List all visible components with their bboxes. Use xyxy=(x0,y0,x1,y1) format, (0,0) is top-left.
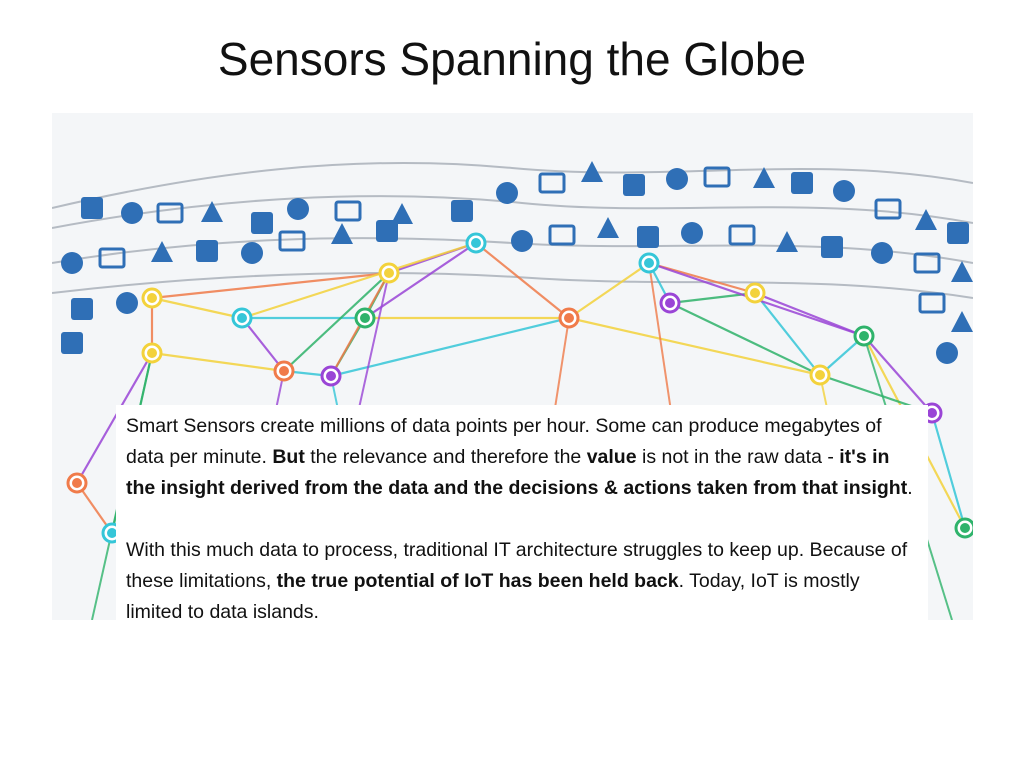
star-badge-icon xyxy=(251,212,273,234)
network-link xyxy=(475,242,570,319)
network-link xyxy=(754,292,821,376)
mug-icon xyxy=(548,224,576,246)
funnel-icon xyxy=(121,202,143,224)
network-wave-line xyxy=(52,161,973,209)
paragraph-iot: With this much data to process, traditio… xyxy=(126,535,918,628)
cloud-icon xyxy=(703,166,731,188)
star-badge-icon xyxy=(71,298,93,320)
network-node-core xyxy=(927,408,937,418)
cart-icon xyxy=(791,172,813,194)
network-graphic xyxy=(52,161,973,620)
monitor-icon xyxy=(623,174,645,196)
slide-title: Sensors Spanning the Globe xyxy=(217,33,807,85)
database-icon xyxy=(681,222,703,244)
p2-text-2: . Today, IoT is mostly limited to data i… xyxy=(126,570,860,623)
coffee-icon xyxy=(874,198,902,220)
p1-bold-insight: it's in the insight derived from the dat… xyxy=(126,446,908,499)
bird-icon xyxy=(98,247,126,269)
document-icon xyxy=(116,292,138,314)
network-link xyxy=(241,241,477,320)
p1-bold-but: But xyxy=(272,446,305,468)
chart-icon xyxy=(581,161,603,182)
mail-icon xyxy=(915,209,937,230)
laptop-icon xyxy=(951,311,973,332)
network-node-core xyxy=(644,258,654,268)
p2-bold-potential: the true potential of IoT has been held … xyxy=(276,570,679,592)
p1-bold-value: value xyxy=(586,446,637,468)
truck-icon xyxy=(278,230,306,252)
network-link xyxy=(930,412,967,529)
thermometer-icon xyxy=(776,231,798,252)
network-link xyxy=(568,316,821,377)
camera-icon xyxy=(151,241,173,262)
cctv-icon xyxy=(331,223,353,244)
document-icon xyxy=(287,198,309,220)
network-link xyxy=(76,352,153,484)
network-node-core xyxy=(279,366,289,376)
trophy-icon xyxy=(821,236,843,258)
user-icon xyxy=(511,230,533,252)
laptop-icon xyxy=(391,203,413,224)
network-node-core xyxy=(471,238,481,248)
car-icon xyxy=(496,182,518,204)
image-icon xyxy=(334,200,362,222)
p1-text-2: the relevance and therefore the xyxy=(304,446,587,468)
chat-icon xyxy=(538,172,566,194)
server-icon xyxy=(376,220,398,242)
network-link xyxy=(364,242,477,319)
network-node-core xyxy=(960,523,970,533)
airplane-icon xyxy=(241,242,263,264)
network-node-core xyxy=(360,313,370,323)
network-link xyxy=(241,317,285,372)
network-node-core xyxy=(750,288,760,298)
network-link xyxy=(151,351,285,373)
mobile-icon xyxy=(833,180,855,202)
paragraph-sensors: Smart Sensors create millions of data po… xyxy=(126,411,918,504)
thumbs-up-icon xyxy=(947,222,969,244)
network-link xyxy=(669,302,821,376)
network-node-core xyxy=(237,313,247,323)
network-node-core xyxy=(72,478,82,488)
shield-icon xyxy=(728,224,756,246)
trophy-icon xyxy=(81,197,103,219)
network-link xyxy=(151,296,243,320)
p1-text-3: is not in the raw data - xyxy=(636,446,840,468)
tablet-icon xyxy=(156,202,184,224)
network-link xyxy=(330,316,570,378)
network-node-core xyxy=(564,313,574,323)
network-link xyxy=(283,272,390,372)
p1-text-1: Smart Sensors create millions of data po… xyxy=(126,415,882,468)
network-node-core xyxy=(665,298,675,308)
network-node-core xyxy=(859,331,869,341)
rocket-icon xyxy=(753,167,775,188)
drone-icon xyxy=(201,201,223,222)
p1-text-4: . xyxy=(907,477,913,499)
network-node-core xyxy=(384,268,394,278)
network-node-core xyxy=(147,293,157,303)
network-wave-line xyxy=(52,272,973,299)
network-node-core xyxy=(107,528,117,538)
body-text-box: Smart Sensors create millions of data po… xyxy=(116,405,928,663)
phone-icon xyxy=(666,168,688,190)
calendar-icon xyxy=(61,252,83,274)
bulb-icon xyxy=(637,226,659,248)
network-wave-line xyxy=(52,195,973,229)
funnel-icon xyxy=(871,242,893,264)
p2-text-1: With this much data to process, traditio… xyxy=(126,539,908,592)
network-node-core xyxy=(815,370,825,380)
heart-icon xyxy=(597,217,619,238)
robot-arm-icon xyxy=(196,240,218,262)
router-icon xyxy=(61,332,83,354)
network-link xyxy=(568,262,650,319)
network-link xyxy=(151,271,390,300)
tablet-icon xyxy=(913,252,941,274)
network-node-core xyxy=(147,348,157,358)
image-icon xyxy=(918,292,946,314)
car-icon xyxy=(936,342,958,364)
network-link xyxy=(863,335,933,414)
router-icon xyxy=(451,200,473,222)
drone-icon xyxy=(951,261,973,282)
network-node-core xyxy=(326,371,336,381)
